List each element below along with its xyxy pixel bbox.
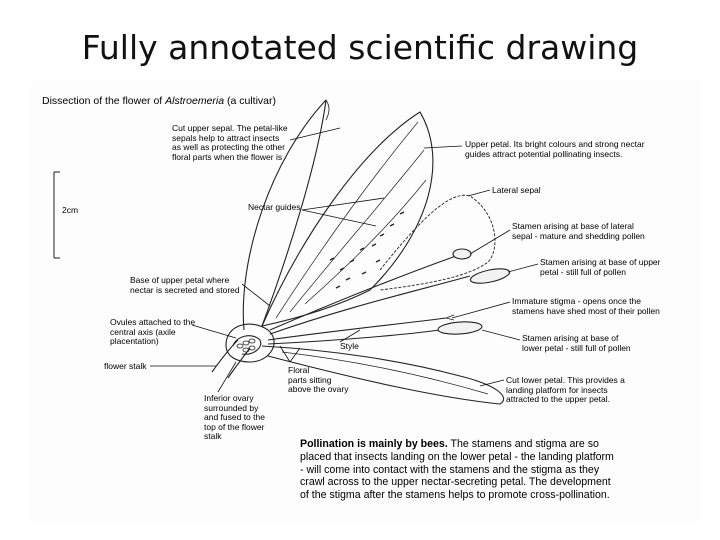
figure-title: Dissection of the flower of Alstroemeria… — [42, 95, 276, 107]
stamen-upper-filament — [269, 275, 471, 335]
upper-petal — [261, 111, 434, 327]
label-inferior-ovary: Inferior ovary surrounded by and fused t… — [204, 393, 265, 442]
stamen-lower-filament — [267, 329, 441, 345]
slide-title: Fully annotated scientific drawing — [81, 28, 639, 67]
figure-title-suffix: (a cultivar) — [224, 95, 277, 107]
scale-bar-label: 2cm — [62, 205, 79, 215]
nectar-guide-marks — [329, 211, 405, 289]
figure-title-prefix: Dissection of the flower of — [42, 95, 166, 107]
flower-stalk — [211, 339, 251, 379]
style — [267, 317, 447, 341]
label-nectar-guides: Nectar guides — [248, 202, 301, 212]
pollination-lead: Pollination is mainly by bees. — [300, 438, 448, 450]
label-lateral-sepal: Lateral sepal — [492, 185, 541, 195]
cut-lower-petal — [261, 345, 505, 405]
pollination-note: Pollination is mainly by bees. The stame… — [300, 438, 614, 502]
scale-bar — [53, 171, 60, 259]
label-base-upper-petal: Base of upper petal where nectar is secr… — [130, 275, 240, 295]
pollination-body: The stamens and stigma are so placed tha… — [300, 438, 614, 502]
label-flower-stalk: flower stalk — [104, 361, 147, 371]
anther-lateral — [452, 248, 472, 260]
label-immature-stigma: Immature stigma - opens once the stamens… — [512, 296, 660, 316]
stamen-lateral-filament — [269, 255, 457, 331]
figure-title-genus: Alstroemeria — [165, 95, 225, 107]
ovary — [225, 323, 275, 363]
leader-lines — [150, 127, 539, 393]
scanned-figure-area — [30, 82, 702, 522]
anther-upper — [469, 268, 511, 284]
label-stamen-upper: Stamen arising at base of upper petal - … — [540, 257, 661, 277]
label-floral-parts: Floral parts sitting above the ovary — [288, 365, 349, 395]
label-cut-lower-petal: Cut lower petal. This provides a landing… — [506, 375, 625, 405]
ovules — [236, 338, 256, 353]
label-stamen-lateral: Stamen arising at base of lateral sepal … — [512, 221, 645, 241]
label-upper-petal: Upper petal. Its bright colours and stro… — [465, 139, 645, 159]
label-cut-upper-sepal: Cut upper sepal. The petal-like sepals h… — [172, 123, 288, 162]
label-stamen-lower: Stamen arising at base of lower petal - … — [522, 333, 631, 353]
anther-lower — [437, 321, 483, 335]
label-style: Style — [340, 341, 359, 351]
lateral-sepal — [379, 194, 496, 291]
label-ovules: Ovules attached to the central axis (axi… — [110, 317, 196, 347]
